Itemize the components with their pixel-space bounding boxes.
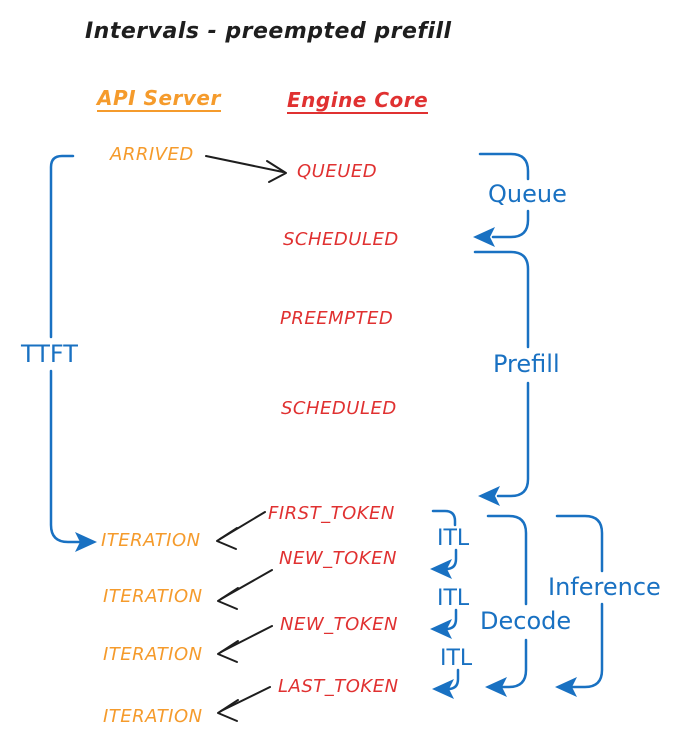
event-preempted: PREEMPTED [280,308,394,329]
ttft-bracket [49,154,97,552]
decode-bracket [485,514,528,697]
event-new-token-2: NEW_TOKEN [280,614,398,635]
event-arrived: ARRIVED [110,144,194,165]
column-header-engine-core: Engine Core [287,88,429,114]
interval-prefill-label: Prefill [493,350,560,378]
itl-1-bracket [430,509,458,579]
event-iteration-2: ITERATION [103,586,203,607]
interval-itl-3-label: ITL [440,646,473,671]
inference-bracket [555,514,604,697]
event-last-token: LAST_TOKEN [278,676,399,697]
interval-ttft-label: TTFT [21,340,78,368]
event-iteration-4: ITERATION [103,706,203,727]
interval-itl-1-label: ITL [437,526,470,551]
event-scheduled-1: SCHEDULED [283,229,399,250]
prefill-bracket [473,250,530,506]
interval-itl-2-label: ITL [437,586,470,611]
event-iteration-1: ITERATION [101,530,201,551]
arrived-to-queued-arrow [205,155,287,183]
event-first-token: FIRST_TOKEN [268,503,395,524]
event-queued: QUEUED [297,161,378,182]
event-scheduled-2: SCHEDULED [281,398,397,419]
new-token-2-to-iteration-arrow [217,625,273,663]
interval-inference-label: Inference [548,573,661,601]
event-iteration-3: ITERATION [103,644,203,665]
itl-3-bracket [432,668,460,699]
first-token-to-iteration-arrow [216,511,266,550]
diagram-title: Intervals - preempted prefill [85,19,452,44]
itl-2-bracket [430,608,458,639]
queue-bracket [473,152,530,247]
interval-decode-label: Decode [480,607,572,635]
interval-queue-label: Queue [488,180,567,208]
column-header-api-server: API Server [97,86,221,112]
event-new-token-1: NEW_TOKEN [279,548,397,569]
new-token-1-to-iteration-arrow [217,569,273,610]
last-token-to-iteration-arrow [217,686,271,722]
